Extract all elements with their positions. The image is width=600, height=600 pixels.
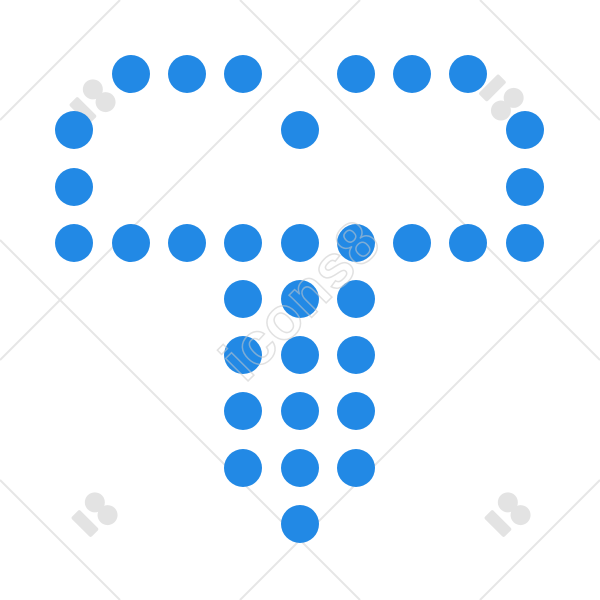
icon-dot xyxy=(224,336,262,374)
icon-dot xyxy=(281,505,319,543)
icon-dot xyxy=(224,224,262,262)
icon-dot xyxy=(506,168,544,206)
icon-dot xyxy=(168,55,206,93)
icon-dot xyxy=(337,280,375,318)
icon-dot xyxy=(506,224,544,262)
icon-dot xyxy=(449,224,487,262)
icon-dot xyxy=(281,449,319,487)
icon-dot xyxy=(281,392,319,430)
icon-dot xyxy=(55,111,93,149)
icon-dot xyxy=(506,111,544,149)
watermark-logo-mark xyxy=(479,74,524,121)
icon-dot xyxy=(393,55,431,93)
icon-dot xyxy=(337,336,375,374)
dot-grid xyxy=(55,55,544,543)
icon-dot xyxy=(224,392,262,430)
watermark-logos xyxy=(69,74,531,537)
watermark-logo-mark xyxy=(484,492,531,537)
icon-dot xyxy=(337,449,375,487)
icon-dot xyxy=(281,280,319,318)
watermark-logo-mark xyxy=(69,79,116,124)
icon-dot xyxy=(449,55,487,93)
icon-dot xyxy=(112,224,150,262)
icon-dot xyxy=(393,224,431,262)
icon-dot xyxy=(224,280,262,318)
icon-dot xyxy=(112,55,150,93)
watermark-line xyxy=(239,0,600,361)
icon-dot xyxy=(281,111,319,149)
icon-dot xyxy=(337,224,375,262)
watermark-line xyxy=(0,0,121,121)
icon-dot xyxy=(55,224,93,262)
icon-dot xyxy=(337,392,375,430)
watermark-line xyxy=(479,479,600,600)
watermark-line xyxy=(479,0,600,121)
icon-dot xyxy=(55,168,93,206)
watermark-line xyxy=(0,479,121,600)
watermark-logo-mark xyxy=(71,492,118,537)
icon-dot xyxy=(337,55,375,93)
icon-dot xyxy=(224,449,262,487)
icon-dot xyxy=(168,224,206,262)
icon-dot xyxy=(281,336,319,374)
icon-dot xyxy=(281,224,319,262)
icon-dot xyxy=(224,55,262,93)
